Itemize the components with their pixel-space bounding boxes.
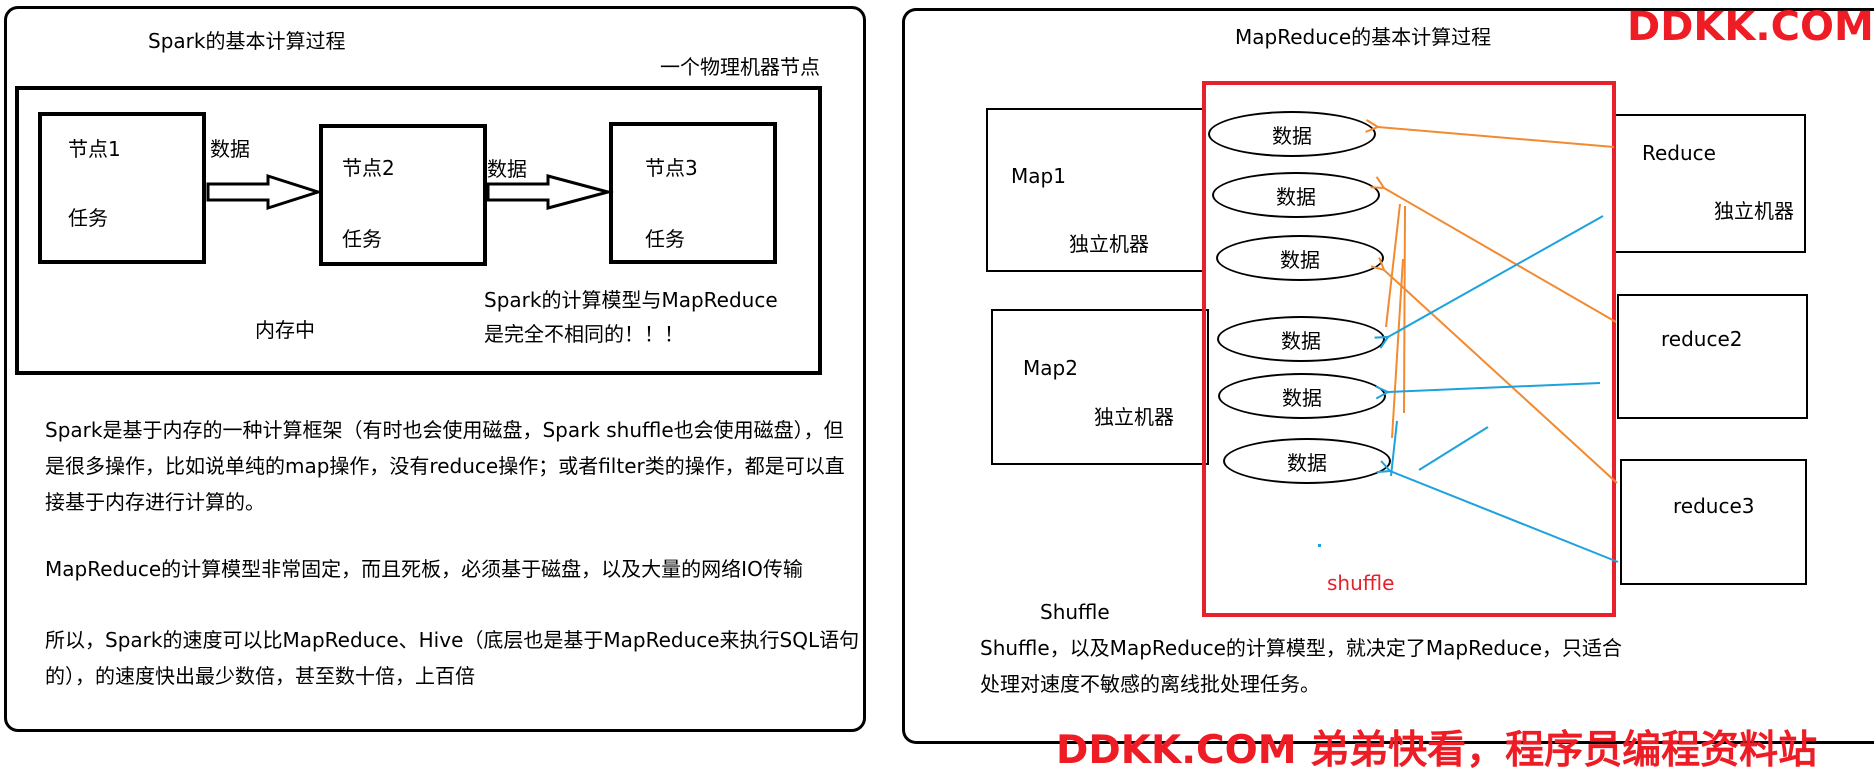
shuffle-label: shuffle — [1327, 571, 1395, 595]
blue-arrow-extra — [1418, 426, 1489, 471]
orange-arrow-reduce3-data3 — [1384, 270, 1618, 484]
reduce1-machine: 独立机器 — [1714, 199, 1794, 223]
spark-node-3 — [609, 122, 777, 264]
data-ellipse-4-label: 数据 — [1281, 328, 1321, 353]
blue-arrow-reduce3-data6 — [1390, 471, 1619, 563]
conclusion-line1: Shuffle，以及MapReduce的计算模型，就决定了MapReduce，只… — [980, 636, 1623, 660]
map1-machine: 独立机器 — [1069, 232, 1149, 256]
shuffle-heading: Shuffle — [1040, 600, 1110, 624]
arrow-label-2: 数据 — [487, 157, 527, 181]
spark-panel — [4, 6, 866, 732]
spark-node-2 — [319, 124, 487, 266]
spark-data-arrow-2 — [486, 174, 614, 210]
physical-machine-box — [15, 86, 822, 375]
mapreduce-description-paragraph: MapReduce的计算模型非常固定，而且死板，必须基于磁盘，以及大量的网络IO… — [45, 551, 803, 587]
spark-panel-title: Spark的基本计算过程 — [148, 29, 346, 53]
spark-description-line2: 是很多操作，比如说单纯的map操作，没有reduce操作；或者filter类的操… — [45, 454, 845, 478]
spark-note-line2: 是完全不相同的！！！ — [484, 322, 684, 346]
blue-dot — [1318, 544, 1321, 547]
data-ellipse-6-label: 数据 — [1287, 450, 1327, 475]
mapreduce-description-line1: MapReduce的计算模型非常固定，而且死板，必须基于磁盘，以及大量的网络IO… — [45, 557, 803, 581]
map1-name: Map1 — [1011, 164, 1066, 188]
blue-arrow-extra-2 — [1390, 420, 1398, 477]
orange-arrow-reduce2-data2 — [1384, 188, 1617, 323]
data-ellipse-3-label: 数据 — [1280, 247, 1320, 272]
blue-arrow-reduce2-data5 — [1388, 382, 1601, 392]
data-ellipse-1: 数据 — [1208, 111, 1376, 157]
spark-note-line1: Spark的计算模型与MapReduce — [484, 288, 778, 312]
reduce3-box — [1620, 459, 1807, 585]
data-ellipse-3: 数据 — [1216, 235, 1384, 281]
orange-arrow-data6 — [1391, 258, 1404, 439]
reduce1-name: Reduce — [1642, 141, 1716, 165]
spark-node-3-task: 任务 — [645, 227, 685, 251]
mapreduce-panel — [902, 8, 1874, 744]
orange-arrow-data4 — [1385, 203, 1401, 328]
arrow-label-1: 数据 — [210, 137, 250, 161]
speed-comparison-line1: 所以，Spark的速度可以比MapReduce、Hive（底层也是基于MapRe… — [45, 628, 860, 652]
map2-box — [991, 309, 1209, 465]
memory-label: 内存中 — [255, 318, 315, 342]
data-ellipse-5-label: 数据 — [1282, 385, 1322, 410]
mapreduce-panel-title: MapReduce的基本计算过程 — [1235, 25, 1492, 49]
spark-node-3-name: 节点3 — [645, 156, 698, 180]
reduce2-box — [1617, 294, 1808, 419]
spark-data-arrow-1 — [206, 173, 323, 211]
spark-node-1 — [38, 112, 206, 264]
map2-machine: 独立机器 — [1094, 405, 1174, 429]
speed-comparison-paragraph: 所以，Spark的速度可以比MapReduce、Hive（底层也是基于MapRe… — [45, 622, 859, 694]
spark-node-1-task: 任务 — [68, 206, 108, 230]
data-ellipse-1-label: 数据 — [1272, 123, 1312, 148]
orange-arrow-reduce1-data1 — [1378, 127, 1615, 148]
map2-name: Map2 — [1023, 356, 1078, 380]
watermark-bottom: DDKK.COM 弟弟快看，程序员编程资料站 — [1056, 728, 1818, 773]
reduce3-name: reduce3 — [1673, 494, 1755, 518]
watermark-top-right: DDKK.COM — [1627, 4, 1874, 50]
reduce2-name: reduce2 — [1661, 327, 1743, 351]
spark-description-line3: 接基于内存进行计算的。 — [45, 490, 265, 514]
conclusion-line2: 处理对速度不敏感的离线批处理任务。 — [980, 672, 1320, 696]
data-ellipse-2: 数据 — [1212, 172, 1380, 218]
speed-comparison-line2: 的），的速度快出最少数倍，甚至数十倍，上百倍 — [45, 664, 475, 688]
spark-description-line1: Spark是基于内存的一种计算框架（有时也会使用磁盘，Spark shuffle… — [45, 418, 844, 442]
orange-arrow-data5 — [1403, 205, 1406, 414]
spark-node-2-task: 任务 — [342, 227, 382, 251]
spark-description-paragraph: Spark是基于内存的一种计算框架（有时也会使用磁盘，Spark shuffle… — [45, 412, 845, 520]
data-ellipse-2-label: 数据 — [1276, 184, 1316, 209]
machine-node-label: 一个物理机器节点 — [660, 55, 820, 79]
shuffle-area-box — [1202, 81, 1616, 617]
spark-node-2-name: 节点2 — [342, 156, 395, 180]
spark-node-1-name: 节点1 — [68, 137, 121, 161]
blue-arrow-reduce1-data4 — [1388, 215, 1604, 337]
data-ellipse-6: 数据 — [1223, 438, 1391, 484]
